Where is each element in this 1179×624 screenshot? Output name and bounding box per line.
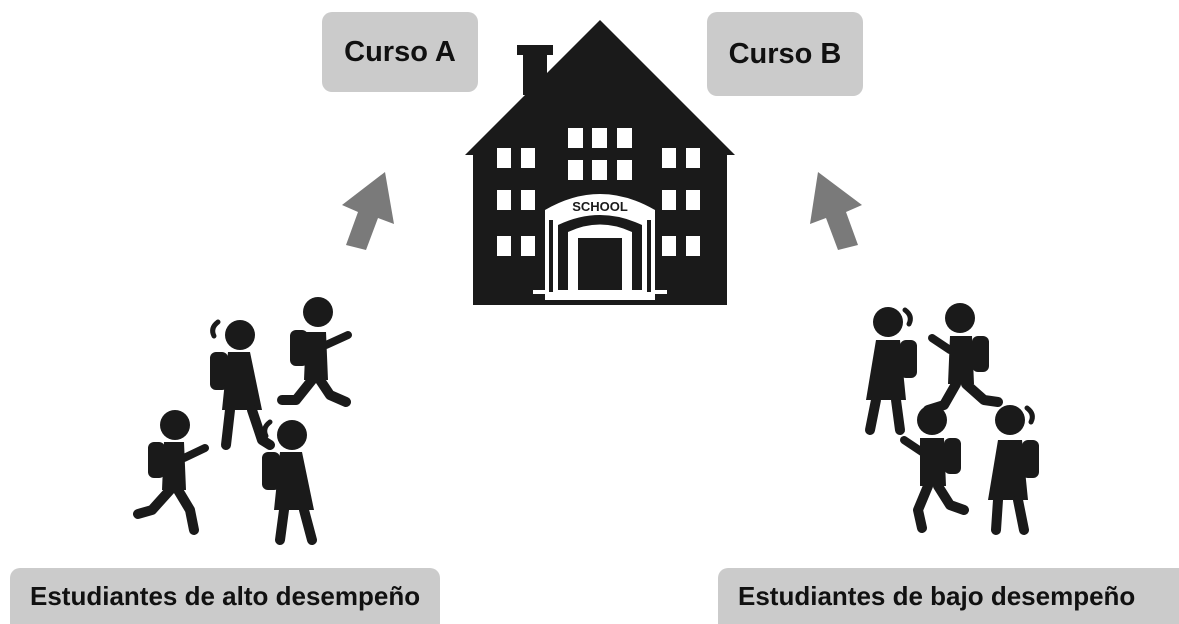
students-high-group (133, 297, 352, 545)
arrow-up-left-icon (810, 172, 862, 250)
student-icon (262, 419, 317, 545)
school-sign: SCHOOL (572, 199, 628, 214)
student-icon (133, 410, 209, 535)
students-low-group (865, 303, 1039, 535)
student-icon (923, 303, 1003, 415)
arrow-up-right-icon (342, 172, 394, 250)
school-building-icon: SCHOOL (465, 20, 735, 305)
course-a-label: Curso A (322, 12, 478, 92)
student-icon (900, 405, 969, 533)
student-icon (210, 319, 275, 450)
course-b-label: Curso B (707, 12, 863, 96)
student-icon (277, 297, 352, 407)
high-performers-label: Estudiantes de alto desempeño (10, 568, 440, 624)
student-icon (988, 405, 1039, 535)
student-icon (865, 307, 917, 435)
low-performers-label: Estudiantes de bajo desempeño (718, 568, 1179, 624)
